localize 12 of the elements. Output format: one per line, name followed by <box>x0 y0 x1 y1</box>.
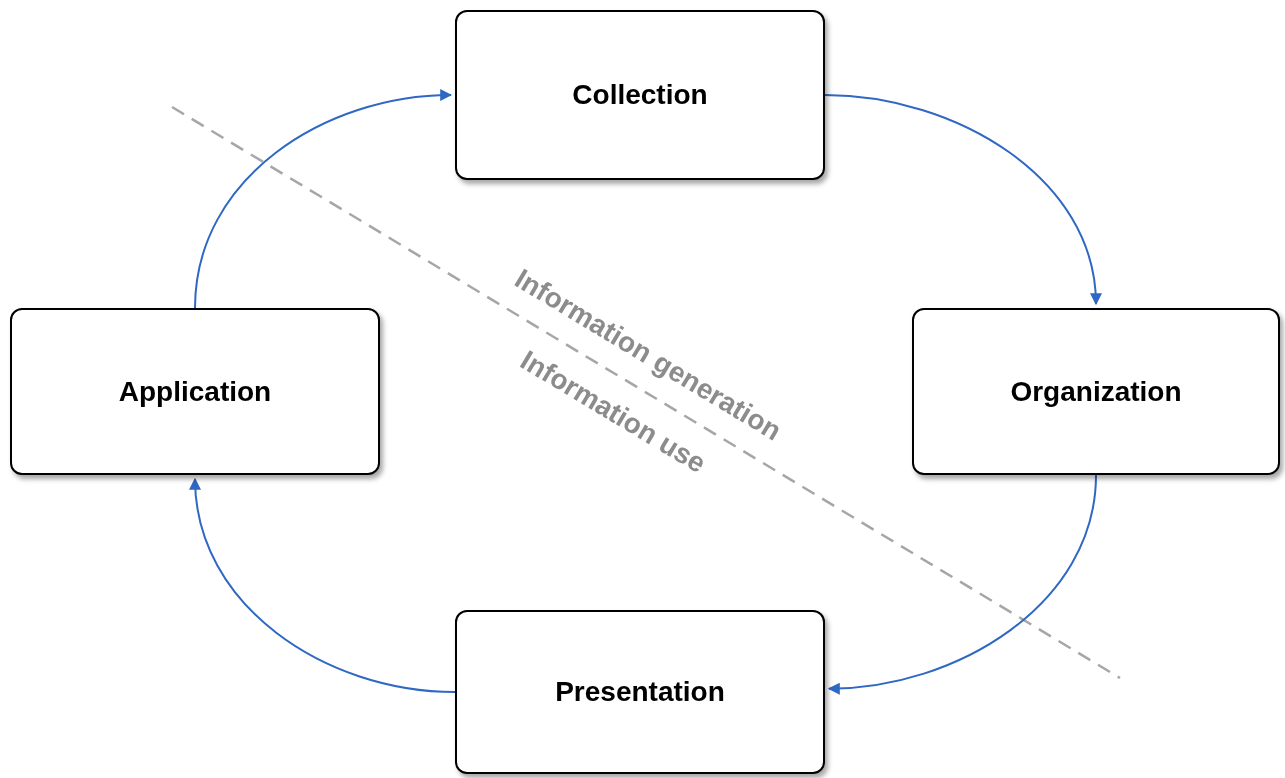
box-label: Collection <box>572 78 708 112</box>
box-label: Presentation <box>555 675 725 709</box>
arrow <box>827 474 1097 695</box>
box-label: Organization <box>1010 374 1182 409</box>
process-box <box>10 308 380 475</box>
box-label: Application <box>118 374 272 409</box>
arrow <box>194 89 453 309</box>
arrow <box>824 94 1101 306</box>
process-box <box>455 10 825 180</box>
process-box <box>912 308 1280 475</box>
process-box <box>455 610 825 774</box>
arrow <box>189 477 456 693</box>
